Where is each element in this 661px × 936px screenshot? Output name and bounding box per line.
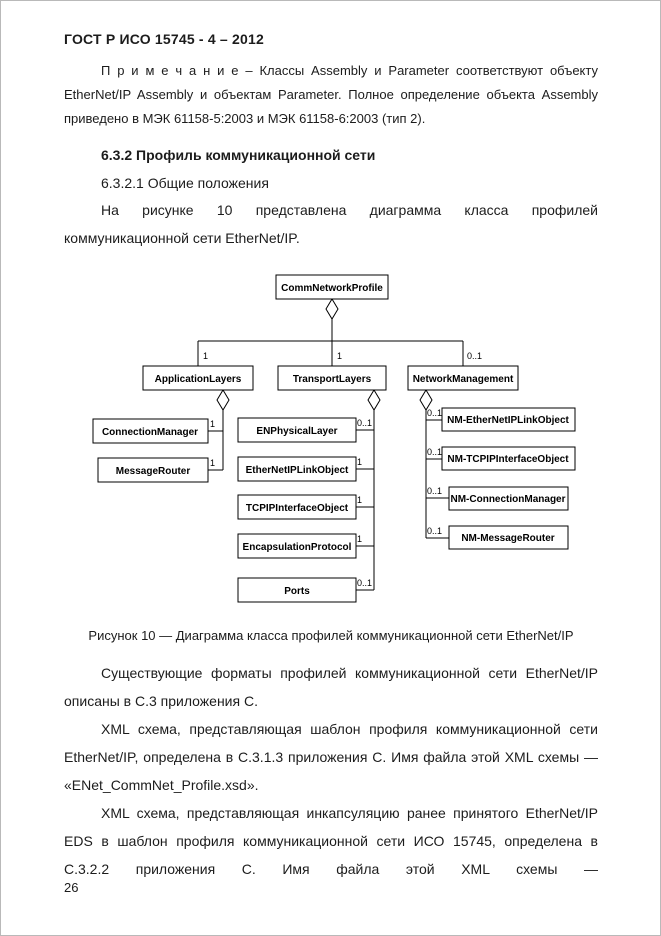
connector-lines [197, 319, 464, 591]
class-label: CommNetworkProfile [281, 283, 383, 294]
paragraph-xml-schema: XML схема, представляющая шаблон профиля… [64, 721, 598, 793]
multiplicity-label: 1 [357, 534, 362, 544]
class-box-en-physical-layer: ENPhysicalLayer [237, 417, 357, 443]
multiplicity-label: 0..1 [427, 408, 442, 418]
multiplicity-label: 1 [357, 457, 362, 467]
aggregation-diamond-icon [419, 389, 433, 411]
page-number: 26 [64, 880, 79, 895]
class-box-message-router: MessageRouter [97, 457, 209, 483]
class-label: ApplicationLayers [155, 374, 242, 385]
class-label: EncapsulationProtocol [243, 542, 352, 553]
multiplicity-label: 0..1 [467, 351, 482, 361]
note-paragraph: П р и м е ч а н и е – Классы Assembly и … [64, 63, 598, 126]
class-box-connection-manager: ConnectionManager [92, 418, 209, 444]
paragraph-formats: Существующие форматы профилей коммуникац… [64, 665, 598, 709]
class-label: MessageRouter [116, 466, 191, 477]
section-heading: 6.3.2 Профиль коммуникационной сети [101, 147, 376, 163]
class-label: TCPIPInterfaceObject [246, 503, 349, 514]
class-box-ports: Ports [237, 577, 357, 603]
uml-class-diagram: CommNetworkProfile ApplicationLayers 1 T… [92, 274, 576, 603]
aggregation-diamond-icon [325, 298, 339, 320]
multiplicity-label: 0..1 [427, 526, 442, 536]
class-box-encapsulation-protocol: EncapsulationProtocol [237, 533, 357, 559]
aggregation-diamond-icon [367, 389, 381, 411]
multiplicity-label: 1 [210, 419, 215, 429]
class-box-nm-connection-manager: NM-ConnectionManager [448, 486, 569, 511]
aggregation-diamond-icon [216, 389, 230, 411]
class-label: NM-MessageRouter [461, 533, 554, 544]
class-label: Ports [284, 586, 310, 597]
class-label: ConnectionManager [102, 427, 198, 438]
multiplicity-label: 1 [210, 458, 215, 468]
class-box-root: CommNetworkProfile [275, 274, 389, 300]
document-header: ГОСТ Р ИСО 15745 - 4 – 2012 [64, 31, 264, 47]
multiplicity-label: 0..1 [427, 486, 442, 496]
class-box-transport-layers: TransportLayers [277, 365, 387, 391]
class-box-ethernet-ip-link-object: EtherNetIPLinkObject [237, 456, 357, 482]
class-box-nm-tcpip-interface-object: NM-TCPIPInterfaceObject [441, 446, 576, 471]
class-box-nm-ethernet-ip-link-object: NM-EtherNetIPLinkObject [441, 407, 576, 432]
class-label: NM-EtherNetIPLinkObject [447, 415, 569, 426]
figure-10-class-diagram: CommNetworkProfile ApplicationLayers 1 T… [61, 266, 601, 616]
subsection-heading: 6.3.2.1 Общие положения [101, 175, 269, 191]
multiplicity-label: 0..1 [357, 578, 372, 588]
class-label: NM-TCPIPInterfaceObject [447, 454, 569, 465]
class-label: TransportLayers [293, 374, 372, 385]
class-box-network-management: NetworkManagement [407, 365, 519, 391]
class-box-tcpip-interface-object: TCPIPInterfaceObject [237, 494, 357, 520]
multiplicity-label: 0..1 [357, 418, 372, 428]
class-label: ENPhysicalLayer [256, 426, 337, 437]
class-box-application-layers: ApplicationLayers [142, 365, 254, 391]
figure-caption: Рисунок 10 — Диаграмма класса профилей к… [88, 628, 574, 643]
class-label: NetworkManagement [413, 374, 514, 385]
multiplicity-label: 1 [203, 351, 208, 361]
class-box-nm-message-router: NM-MessageRouter [448, 525, 569, 550]
class-label: NM-ConnectionManager [451, 494, 566, 505]
class-label: EtherNetIPLinkObject [246, 465, 349, 476]
multiplicity-label: 0..1 [427, 447, 442, 457]
multiplicity-label: 1 [357, 495, 362, 505]
multiplicity-label: 1 [337, 351, 342, 361]
paragraph-xml-eds: XML схема, представляющая инкапсуляцию р… [64, 805, 598, 877]
intro-paragraph: На рисунке 10 представлена диаграмма кла… [64, 202, 598, 246]
